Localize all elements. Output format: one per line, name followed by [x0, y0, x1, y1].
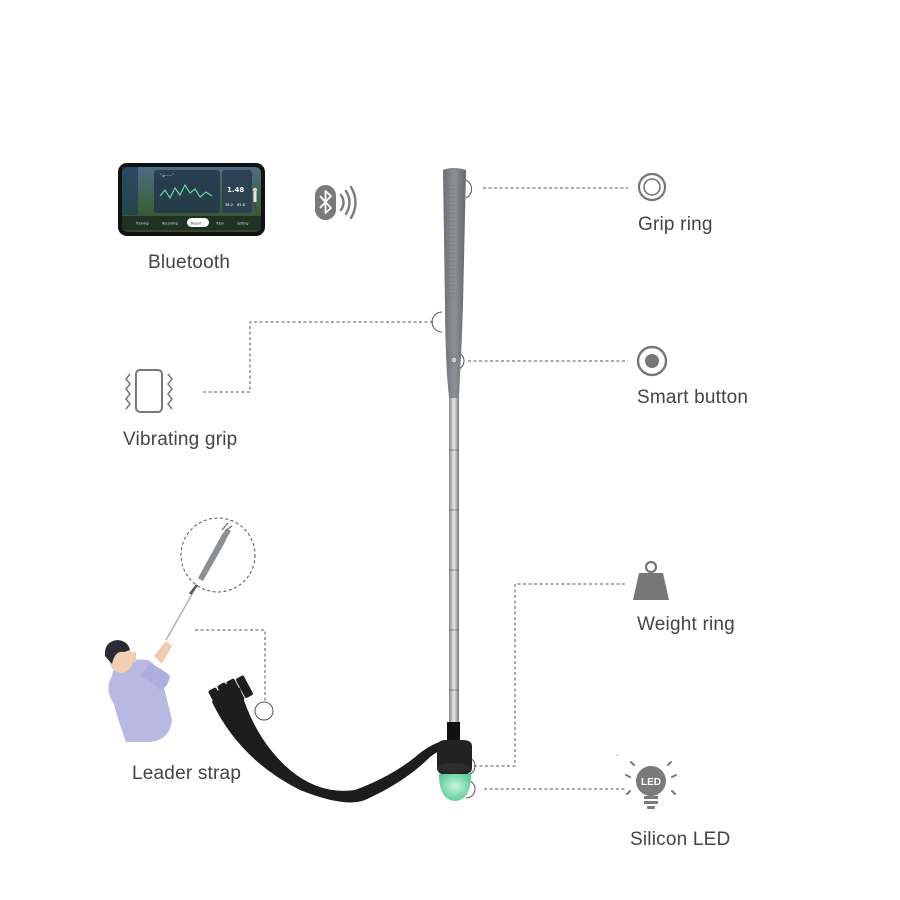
phone-tab-3: Tutor [215, 222, 225, 226]
phone-metric-value: 1.48 [227, 186, 244, 194]
silicon-led-label: Silicon LED [630, 829, 730, 851]
weight-ring-label: Weight ring [637, 614, 735, 636]
grip-ring-label: Grip ring [638, 214, 713, 236]
silicon-led-physical [439, 774, 471, 801]
led-icon-text: LED [641, 777, 661, 788]
ring-icon [639, 174, 665, 200]
swing-trainer [208, 168, 472, 802]
leader-strap-label: Leader strap [132, 763, 241, 785]
zoom-bubble [181, 518, 255, 592]
led-bulb-icon: LED [626, 762, 676, 809]
vibrate-icon [126, 370, 172, 412]
phone-tab-0: Training [135, 222, 149, 226]
phone-tab-2: Report [191, 222, 202, 226]
phone-stat-a: 38.2 [225, 203, 233, 207]
phone-header: “◂——” [160, 173, 174, 178]
button-icon [638, 347, 666, 375]
phone-tab-4: Setting [237, 222, 248, 226]
vibrating-grip-label: Vibrating grip [123, 429, 237, 451]
weight-icon [633, 562, 669, 600]
phone-icon: “◂——” 1.48 38.2 65.8 Training Recording … [118, 163, 265, 236]
leader-strap [212, 683, 453, 802]
shaft [449, 398, 459, 723]
smart-button-label: Smart button [637, 387, 748, 409]
callout-markers [255, 180, 475, 798]
bluetooth-label: Bluetooth [148, 252, 230, 274]
phone-stat-b: 65.8 [237, 203, 246, 207]
golfer-illustration [105, 585, 197, 742]
grip [443, 168, 466, 398]
smart-button-physical [451, 357, 457, 363]
phone-tab-1: Recording [162, 222, 178, 226]
callout-lines [195, 188, 628, 789]
bluetooth-icon [315, 185, 356, 220]
